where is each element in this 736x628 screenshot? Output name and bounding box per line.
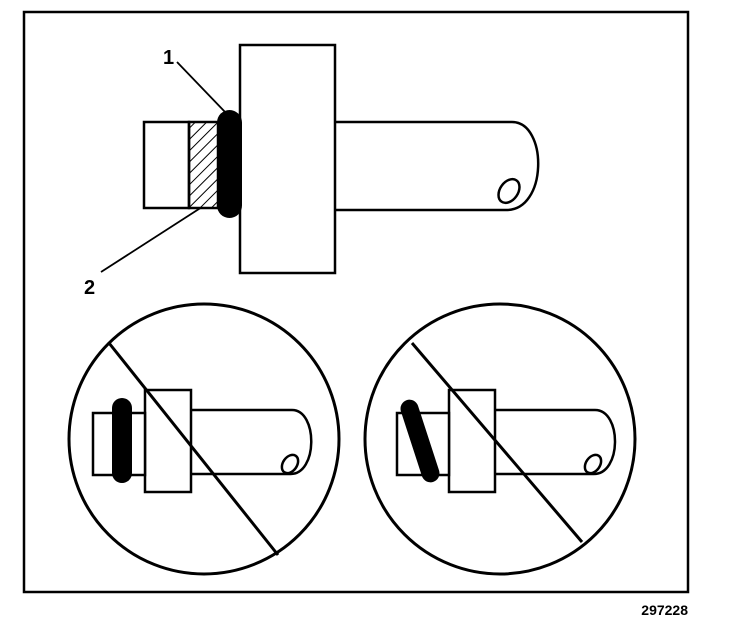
callout-2-label: 2 xyxy=(84,277,95,299)
prohibition-slash-right xyxy=(410,342,584,543)
backup-ring xyxy=(187,120,220,210)
correct-installation-view: 1 2 xyxy=(84,43,540,299)
callout-1-leader xyxy=(176,61,227,114)
callout-1-label: 1 xyxy=(163,47,174,69)
prohibition-slash-left xyxy=(107,342,280,556)
twisted-o-ring-right xyxy=(400,399,440,483)
tube-body-right xyxy=(495,408,617,476)
fitting-collar-right xyxy=(447,388,497,494)
figure-id: 297228 xyxy=(641,602,688,618)
tube-end xyxy=(142,120,191,210)
tube-opening-right xyxy=(583,453,603,475)
fitting-collar-left xyxy=(143,388,193,494)
o-ring-left xyxy=(112,398,132,483)
callout-2-leader xyxy=(100,206,203,273)
figure-frame xyxy=(22,10,690,594)
incorrect-installation-right xyxy=(363,302,637,576)
fitting-collar xyxy=(238,43,337,275)
tube-opening-left xyxy=(280,453,300,475)
tube-body xyxy=(335,120,540,212)
tube-opening xyxy=(497,177,521,205)
tube-body-left xyxy=(191,408,313,476)
o-ring xyxy=(217,110,242,218)
incorrect-installation-left xyxy=(67,302,341,576)
